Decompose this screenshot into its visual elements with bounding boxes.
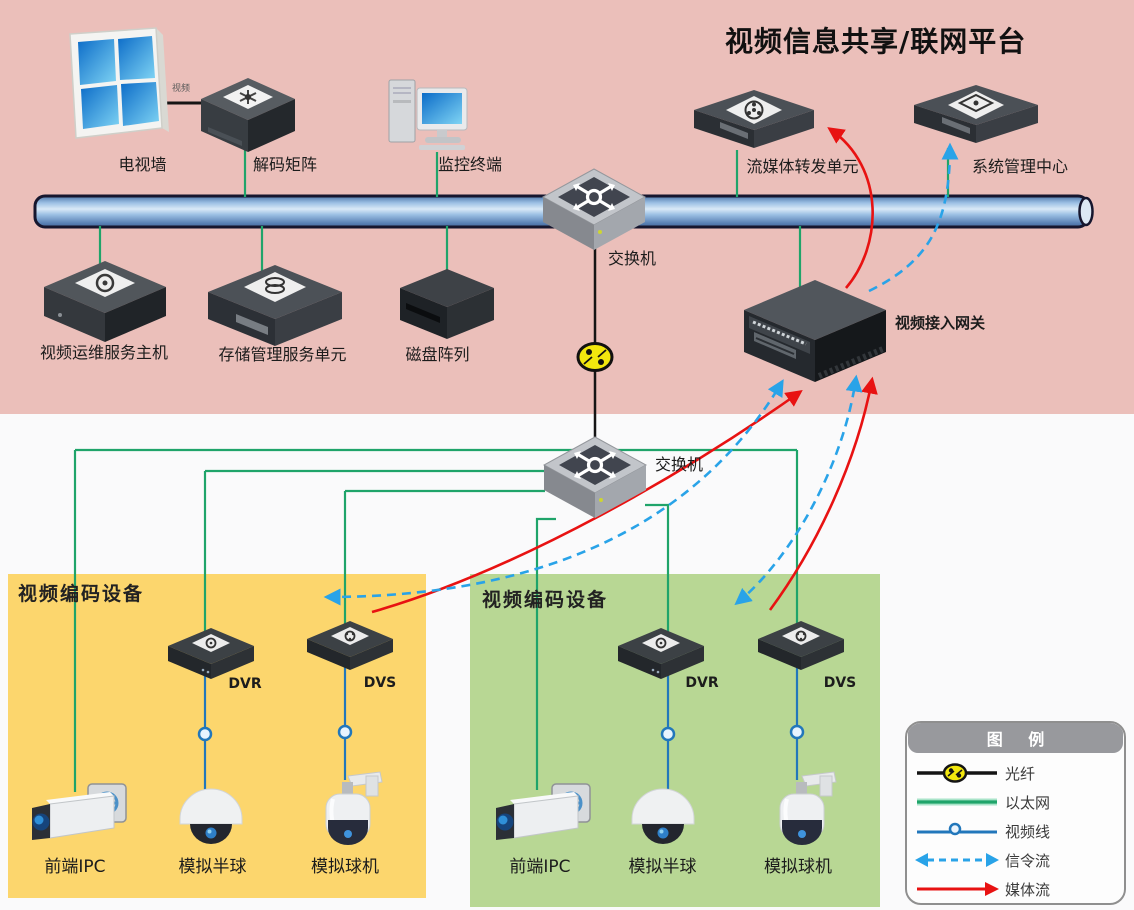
legend-title: 图 例 [908,723,1123,753]
legend-fiber-label: 光纤 [1005,764,1036,783]
encoder-zone-green-title: 视频编码设备 [482,589,609,611]
system-mgmt-center-label: 系统管理中心 [971,157,1068,176]
fiber-line-sample-icon [917,763,997,783]
legend-row-fiber: 光纤 [915,759,1116,787]
dvs-device-yellow [304,618,396,677]
switch-upper-label: 交换机 [608,249,657,268]
fiber-icon [576,342,614,372]
signal-flow-sample-icon [915,853,999,867]
tv-wall-label: 电视墙 [118,155,167,174]
encoder-zone-yellow-title: 视频编码设备 [18,583,145,605]
ptz-label-green: 模拟球机 [764,857,832,877]
disk-array-label: 磁盘阵列 [405,345,470,364]
dvs-label-yellow: DVS [363,675,397,691]
legend-row-media: 媒体流 [915,875,1116,903]
media-flow-sample-icon [917,882,999,896]
tv-wall-device [62,26,170,148]
legend-video-line-label: 视频线 [1005,822,1051,841]
dome-label-yellow: 模拟半球 [178,857,247,877]
ipc-label-green: 前端IPC [509,857,571,877]
video-line-sample-icon [917,822,997,836]
storage-mgmt-unit-label: 存储管理服务单元 [218,345,347,364]
stream-forward-unit-label: 流媒体转发单元 [746,157,859,176]
video-cable-label: 视频 [171,84,190,94]
dvr-device-yellow [165,625,257,687]
ptz-camera-yellow [306,770,384,866]
video-access-gateway-device [740,276,890,390]
video-ops-host-device [40,258,170,350]
legend-media-flow-label: 媒体流 [1005,880,1051,899]
monitor-terminal-label: 监控终端 [437,155,502,174]
ipc-label-yellow: 前端IPC [44,857,106,877]
decoder-matrix-label: 解码矩阵 [252,155,317,174]
ethernet-line-sample-icon [917,798,997,806]
monitor-terminal-device [383,68,471,160]
dvs-device-green [755,618,847,677]
legend-ethernet-label: 以太网 [1005,793,1051,812]
video-access-gateway-label: 视频接入网关 [895,314,986,332]
legend-row-ethernet: 以太网 [915,788,1116,816]
dome-camera-green [628,783,698,851]
dvr-device-green [615,625,707,687]
legend: 图 例 光纤 以太网 [905,721,1126,905]
decoder-matrix-device [198,76,298,160]
legend-row-video: 视频线 [915,817,1116,845]
ipc-camera-green [490,778,595,862]
storage-mgmt-unit-device [202,262,347,356]
switch-upper-device [540,166,648,258]
dome-camera-yellow [176,783,246,851]
dome-label-green: 模拟半球 [628,857,697,877]
disk-array-device [396,265,498,347]
switch-lower-label: 交换机 [655,455,704,474]
page-title: 视频信息共享/联网平台 [725,25,1027,58]
switch-lower-device [541,434,649,526]
stream-forward-unit-device [690,88,818,164]
legend-row-signal: 信令流 [915,846,1116,874]
ipc-camera-yellow [26,778,131,862]
signal-flow-arrows [323,142,959,606]
video-ops-host-label: 视频运维服务主机 [39,343,168,362]
dvr-label-green: DVR [685,675,719,691]
video-line-loops [197,724,805,742]
dvr-label-yellow: DVR [228,676,262,692]
legend-signal-flow-label: 信令流 [1005,851,1051,870]
ptz-label-yellow: 模拟球机 [311,857,379,877]
ptz-camera-green [760,770,838,866]
dvs-label-green: DVS [823,675,857,691]
system-mgmt-center-device [910,83,1042,159]
